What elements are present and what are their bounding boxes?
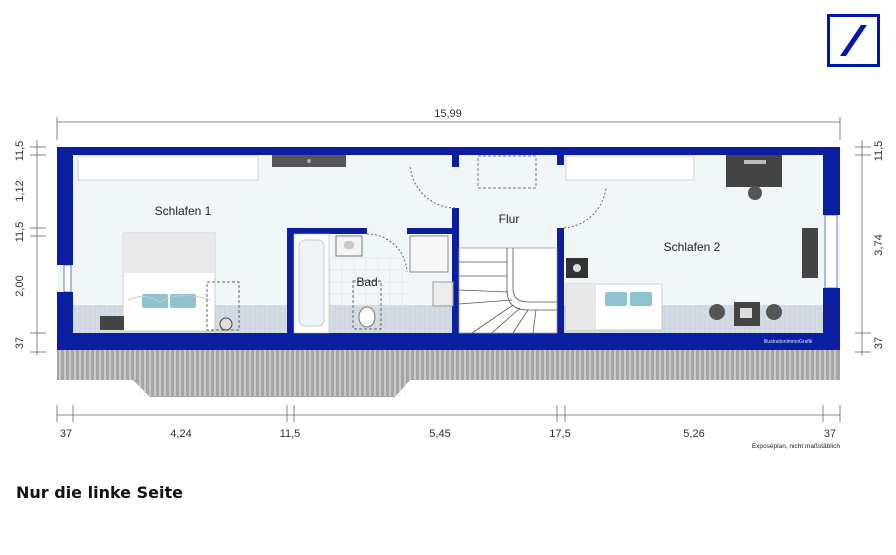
lamp-2-icon bbox=[573, 264, 581, 272]
toilet-dashed bbox=[352, 280, 382, 330]
double-bed bbox=[122, 232, 216, 332]
dim-right-3: 37 bbox=[873, 337, 885, 349]
deutsche-bank-logo-icon bbox=[827, 14, 880, 67]
dim-left-1: 11,5 bbox=[14, 141, 26, 162]
dim-left-4: 2,00 bbox=[14, 275, 26, 296]
dim-bottom-6: 5,26 bbox=[683, 428, 704, 440]
desk bbox=[726, 155, 782, 187]
wardrobe-2 bbox=[565, 155, 695, 181]
illustration-credit: IllustrationImmoGrafik bbox=[764, 339, 813, 345]
desk-chair-icon bbox=[748, 186, 762, 200]
shelf bbox=[802, 228, 818, 278]
toilet-icon bbox=[358, 306, 376, 328]
dresser-knob-icon bbox=[307, 159, 311, 163]
dim-bottom-3: 11,5 bbox=[280, 428, 301, 440]
dim-right-2: 3,74 bbox=[873, 234, 885, 255]
table-with-chairs bbox=[709, 302, 782, 326]
window-right bbox=[824, 214, 838, 289]
sink-basin-icon bbox=[344, 241, 354, 249]
dim-left-2: 1,12 bbox=[14, 180, 26, 201]
dim-bottom-4: 5,45 bbox=[429, 428, 450, 440]
window-left bbox=[63, 264, 72, 293]
dimension-lines bbox=[30, 117, 871, 422]
wardrobe bbox=[77, 155, 259, 181]
walls bbox=[57, 147, 840, 350]
dim-left-3: 11,5 bbox=[14, 222, 26, 243]
dim-bottom-7: 37 bbox=[824, 428, 836, 440]
room-label-flur: Flur bbox=[499, 212, 520, 226]
washing-machine bbox=[432, 281, 454, 307]
lamp-icon bbox=[219, 317, 233, 331]
tile-pattern bbox=[329, 257, 408, 333]
room-label-bad: Bad bbox=[356, 275, 377, 289]
caption: Nur die linke Seite bbox=[16, 483, 183, 502]
dim-bottom-5: 17,5 bbox=[549, 428, 570, 440]
staircase bbox=[458, 247, 558, 334]
dim-right-1: 11,5 bbox=[873, 141, 885, 162]
dim-bottom-2: 4,24 bbox=[170, 428, 191, 440]
side-table bbox=[100, 316, 124, 330]
single-bed bbox=[565, 283, 663, 331]
monitor-icon bbox=[744, 160, 766, 164]
shower bbox=[409, 235, 449, 273]
room-label-schlafen-2: Schlafen 2 bbox=[664, 240, 721, 254]
flur-door-swing-left bbox=[409, 164, 456, 209]
nightstand-dashed bbox=[206, 281, 240, 331]
dim-top-total: 15,99 bbox=[434, 108, 462, 120]
dim-left-5: 37 bbox=[14, 337, 26, 349]
dim-bottom-1: 37 bbox=[60, 428, 72, 440]
bathtub bbox=[293, 233, 330, 334]
room-label-schlafen-1: Schlafen 1 bbox=[155, 204, 212, 218]
plan-note: Exposéplan, nicht maßstäblich bbox=[752, 443, 841, 450]
